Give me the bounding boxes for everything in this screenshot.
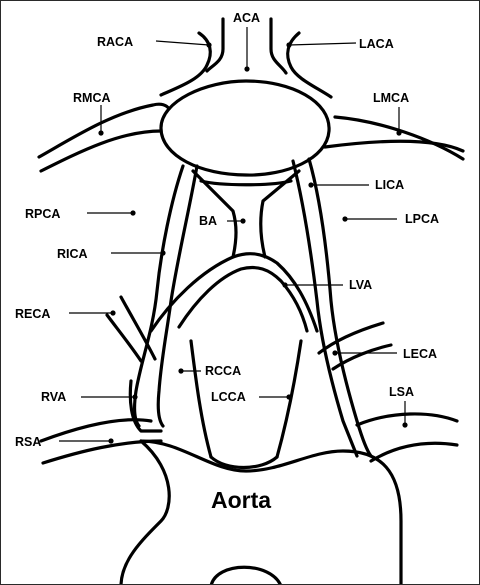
rcca-dot [178, 368, 184, 374]
ba-vessel-left [191, 169, 238, 259]
label-aca: ACA [233, 11, 260, 25]
label-rcca: RCCA [205, 364, 241, 378]
label-rmca: RMCA [73, 91, 111, 105]
label-aorta: Aorta [211, 487, 271, 513]
rmca-vessel-upper [37, 102, 171, 159]
lica-vessel-inner [291, 159, 359, 458]
label-leca: LECA [403, 347, 437, 361]
aorta-arch [119, 439, 403, 584]
lmca-vessel-lower [323, 139, 465, 153]
label-rva: RVA [41, 390, 66, 404]
label-lva: LVA [349, 278, 372, 292]
rcca-lcca-bottom [209, 455, 279, 469]
label-ba: BA [199, 214, 217, 228]
rva-dot [132, 394, 138, 400]
leca-vessel-2 [331, 343, 393, 371]
label-raca: RACA [97, 35, 133, 49]
ba-cap [199, 179, 293, 187]
laca-dot [286, 42, 292, 48]
rmca-vessel-lower [39, 129, 163, 173]
rcca-lcca-lower-right [275, 339, 303, 459]
lmca-dot [396, 130, 402, 136]
raca-vessel [159, 31, 212, 97]
lcca-dot [286, 394, 292, 400]
rcca-lcca-lower-left [189, 339, 213, 459]
label-lcca: LCCA [211, 390, 246, 404]
label-reca: RECA [15, 307, 50, 321]
label-rica: RICA [57, 247, 88, 261]
rpca-dot [130, 210, 136, 216]
reca-dot [110, 310, 116, 316]
lsa-dot [402, 422, 408, 428]
rmca-dot [98, 130, 104, 136]
aorta-base [210, 565, 282, 584]
label-rpca: RPCA [25, 207, 60, 221]
label-lica: LICA [375, 178, 404, 192]
lmca-vessel-upper [333, 115, 465, 161]
circle-of-willis [159, 79, 331, 177]
label-lmca: LMCA [373, 91, 409, 105]
raca-dot [206, 42, 212, 48]
leca-dot [332, 350, 338, 356]
leader-lines [59, 27, 408, 444]
aca-vessel-left-wall [205, 17, 225, 73]
ba-dot [240, 218, 246, 224]
vertebral-arch-outer [149, 252, 319, 333]
rsa-dot [108, 438, 114, 444]
laca-leader [288, 42, 357, 46]
lpca-dot [342, 216, 348, 222]
vessel-outlines [37, 17, 465, 584]
lsa-vessel-lower [369, 441, 459, 463]
vertebral-arch-inner [177, 265, 309, 333]
lica-vessel-outer [307, 157, 373, 458]
rica-vessel-inner [156, 164, 199, 428]
lva-dot [282, 282, 288, 288]
laca-vessel [286, 31, 333, 99]
label-laca: LACA [359, 37, 394, 51]
aca-vessel-right-wall [269, 17, 288, 75]
aca-dot [244, 66, 250, 72]
label-lsa: LSA [389, 385, 414, 399]
reca-vessel-outer [105, 313, 143, 363]
ba-vessel-right [259, 169, 301, 259]
rva-vessel [128, 379, 163, 433]
rica-dot [160, 250, 166, 256]
rica-vessel-outer [132, 164, 185, 428]
reca-vessel-inner [119, 295, 157, 361]
rsa-vessel-upper [39, 418, 153, 443]
raca-leader [155, 40, 210, 46]
label-lpca: LPCA [405, 212, 439, 226]
label-rsa: RSA [15, 435, 41, 449]
lica-dot [308, 182, 314, 188]
leca-vessel [317, 321, 385, 355]
vessel-labels: ACA RACA LACA RMCA LMCA LICA RPCA LPCA B… [15, 11, 439, 513]
lsa-vessel-upper [355, 412, 459, 427]
